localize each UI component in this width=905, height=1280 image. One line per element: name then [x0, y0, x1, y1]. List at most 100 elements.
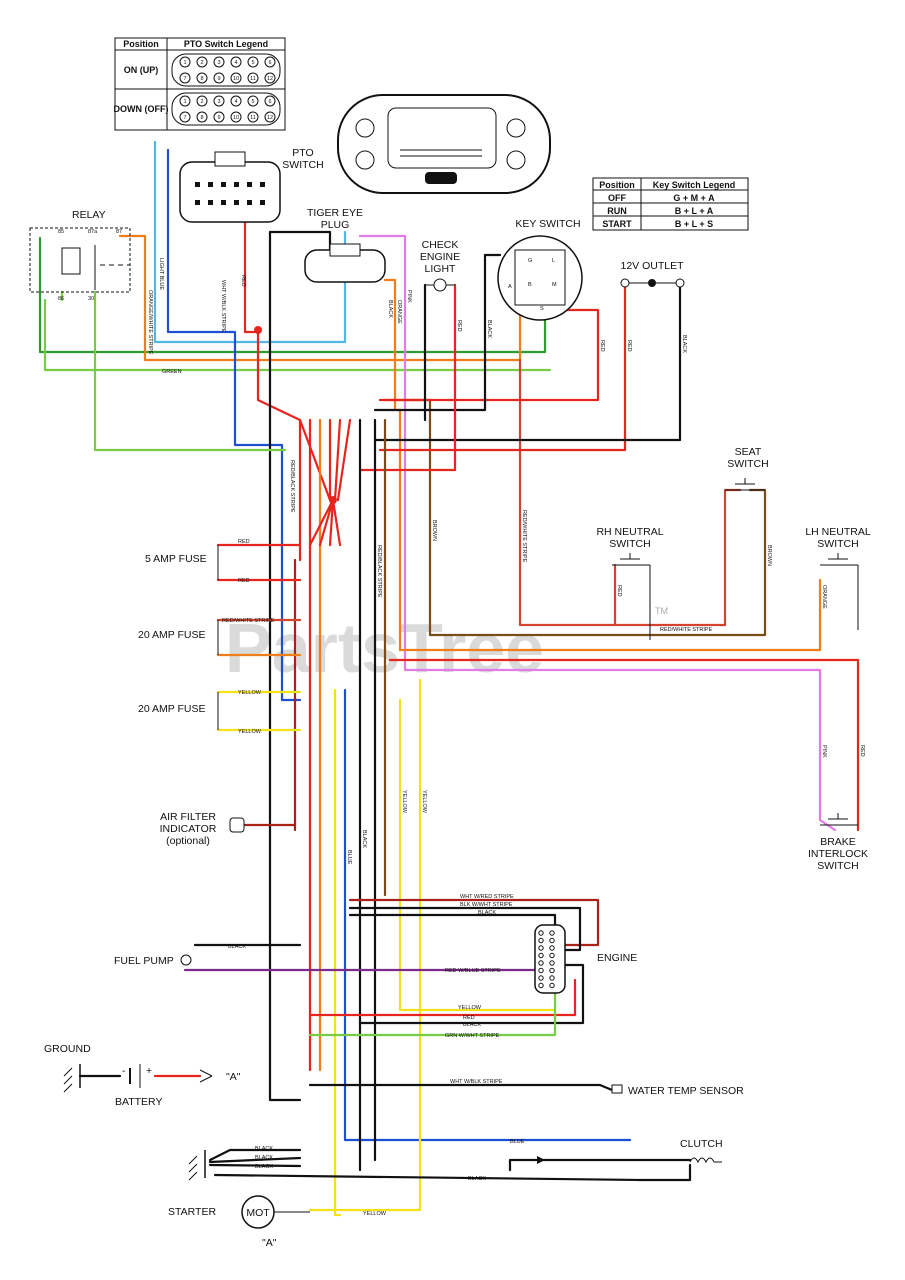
wire-label-red: RED: [238, 539, 250, 545]
fuse-20a-label: 20 AMP FUSE: [138, 629, 206, 641]
pto-legend-pin-number: 1: [183, 99, 186, 105]
pto-switch-label: SWITCH: [282, 159, 323, 171]
engine-connector-pin: [538, 960, 544, 966]
wire-label-redblack: RED/BLACK STRIPE: [376, 545, 382, 598]
pto-legend-pin-number: 8: [200, 76, 203, 82]
check-engine-label: ENGINE: [420, 251, 460, 263]
wire-label-yellow: YELLOW: [401, 790, 407, 814]
wire-black: [348, 906, 582, 952]
brake-interlock-switch: BRAKE INTERLOCK SWITCH: [808, 813, 868, 872]
pto-legend-pin: [179, 56, 191, 68]
pto-legend-pin-number: 7: [183, 76, 186, 82]
wire-label-orange: ORANGE: [821, 585, 827, 609]
pto-connector-pin: [208, 200, 213, 205]
wire-label-pink: PINK: [406, 290, 412, 303]
engine-connector-pin: [538, 975, 544, 981]
wire-red: [336, 418, 352, 502]
wire-label-orange: ORANGE: [396, 300, 402, 324]
air-filter-label: INDICATOR: [160, 823, 217, 835]
pto-legend-pin: [196, 111, 208, 123]
key-terminal-s: S: [540, 306, 544, 312]
pto-legend-pin-number: 6: [268, 60, 271, 66]
pto-legend-pin: [213, 111, 225, 123]
pto-legend-pin-number: 4: [234, 99, 237, 105]
indicator-icon: [506, 150, 526, 170]
wire-label-lightblue: LIGHT BLUE: [158, 258, 164, 290]
pto-legend-pin: [264, 111, 276, 123]
key-terminal-l: L: [552, 258, 555, 264]
key-legend-row-val: G + M + A: [673, 193, 715, 203]
wire-black: [638, 1163, 692, 1182]
watermark-tm: TM: [655, 606, 668, 616]
engine-connector-pin: [549, 937, 555, 944]
wire-label-whitered: WHT W/RED STRIPE: [460, 894, 514, 900]
wire-red: [378, 283, 627, 452]
key-terminal-b: B: [528, 282, 532, 288]
pto-legend-pin: [247, 111, 259, 123]
engine-connector-pin: [549, 975, 555, 981]
wire-label-pink: PINK: [821, 745, 827, 758]
battery-label: BATTERY: [115, 1096, 162, 1108]
wire-label-black: BLACK: [255, 1164, 273, 1170]
brake-label: SWITCH: [817, 860, 858, 872]
pto-legend-pin-number: 3: [217, 99, 220, 105]
pto-legend-pin-number: 12: [267, 76, 273, 82]
starter-mot-label: MOT: [246, 1207, 270, 1219]
tiger-eye-label: PLUG: [321, 219, 350, 231]
wire-black: [348, 913, 557, 932]
pto-legend-pin: [179, 72, 191, 84]
wire-label-redblue: RED W/BLUE STRIPE: [445, 968, 501, 974]
starter-label: STARTER: [168, 1206, 216, 1218]
engine-connector-pin: [549, 982, 555, 989]
relay: RELAY 85 87a 87 86 30: [29, 209, 131, 302]
pto-legend-pin: [264, 72, 276, 84]
pto-legend-pin: [196, 72, 208, 84]
fuel-pump: FUEL PUMP: [114, 954, 192, 967]
water-temp-label: WATER TEMP SENSOR: [628, 1085, 744, 1097]
pto-connector-pin: [234, 182, 239, 187]
engine-label: ENGINE: [597, 952, 637, 964]
wire-label-black: BLACK: [228, 944, 246, 950]
check-engine-label: LIGHT: [425, 263, 457, 275]
key-legend-row-pos: START: [602, 219, 632, 229]
pto-legend-pin-number: 8: [200, 115, 203, 121]
wire-black: [208, 1148, 302, 1162]
pto-connector-pin: [247, 200, 252, 205]
wire-label-red: RED: [616, 585, 622, 597]
wire-black: [373, 283, 682, 442]
wire-black: [308, 1083, 614, 1092]
wire-red: [378, 308, 600, 402]
wire-orange: [118, 234, 522, 362]
wire-label-red: RED: [463, 1015, 475, 1021]
wire-label-redwhite: RED/WHITE STRIPE: [222, 618, 275, 624]
pto-legend-pin-number: 4: [234, 60, 237, 66]
wire-red: [358, 283, 457, 472]
point-a-label: "A": [262, 1237, 277, 1249]
pto-legend-pin-number: 10: [233, 115, 239, 121]
starter-motor: MOT STARTER "A": [168, 1195, 310, 1249]
wire-lightblue: [153, 140, 347, 344]
engine-connector-pin: [538, 937, 544, 944]
wire-lightgreen: [43, 298, 552, 372]
wire-pink: [358, 234, 837, 832]
tiger-eye-plug: TIGER EYE PLUG: [304, 207, 386, 283]
wire-label-red: RED: [456, 320, 462, 332]
engine-connector-pin: [549, 952, 555, 959]
wire-red: [308, 498, 335, 547]
pto-legend-pin: [213, 72, 225, 84]
wire-label-grnwhite: GRN W/WHT STRIPE: [445, 1033, 500, 1039]
pto-legend-pin: [179, 111, 191, 123]
clutch: CLUTCH: [537, 1138, 723, 1164]
ground-label: GROUND: [44, 1043, 91, 1055]
pto-legend-pin-number: 5: [251, 60, 254, 66]
pto-legend-pin: [230, 56, 242, 68]
wire-black: [268, 230, 302, 1102]
wire-label-yellow: YELLOW: [363, 1211, 387, 1217]
wire-black: [358, 963, 585, 1025]
engine-connector-pin: [549, 967, 555, 974]
key-legend-row-pos: RUN: [607, 206, 627, 216]
engine-connector-pin: [549, 930, 555, 936]
pto-switch-connector: PTO SWITCH: [179, 147, 324, 223]
rh-neutral-label: RH NEUTRAL: [596, 526, 663, 538]
engine-connector: ENGINE: [534, 924, 637, 994]
